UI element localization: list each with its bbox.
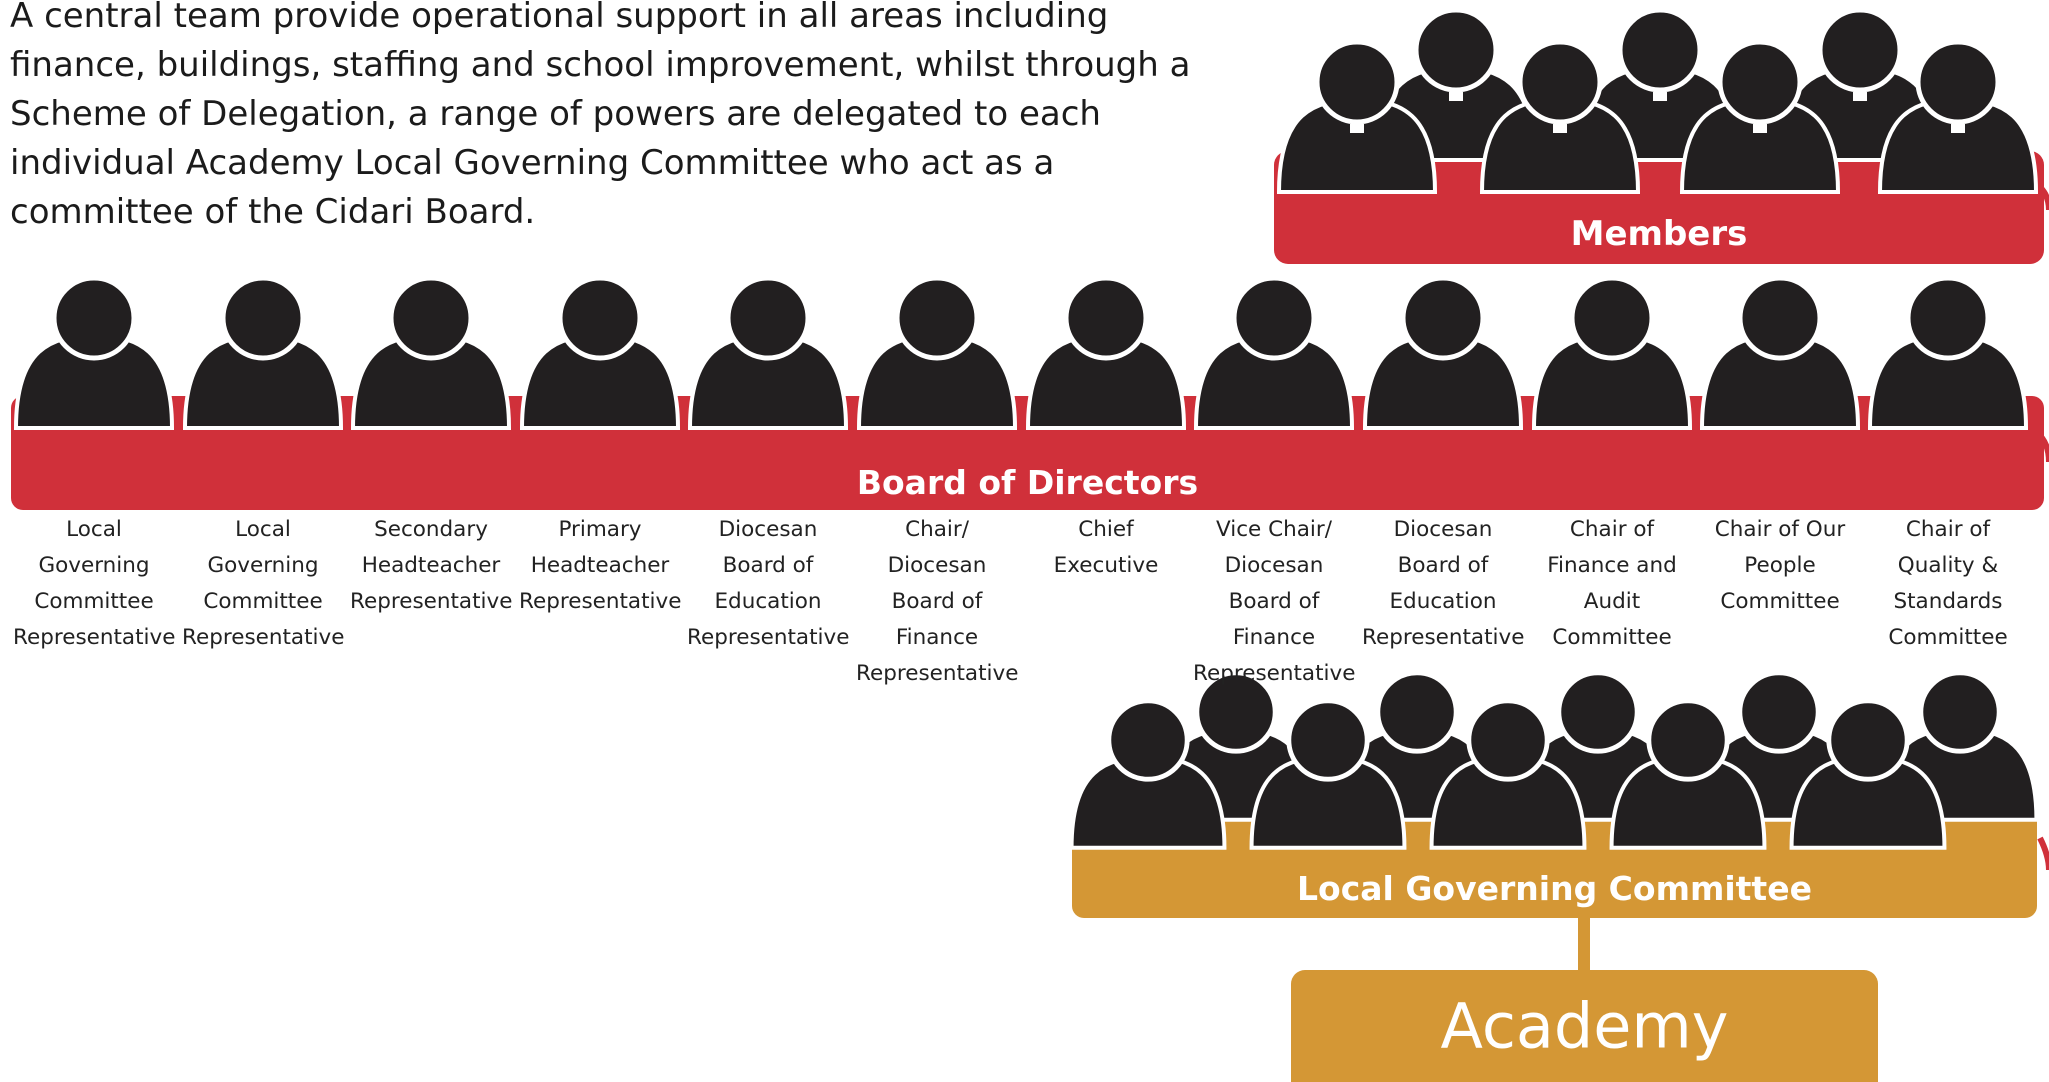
board-role-label: Chair/ Diocesan Board of Finance Represe… — [856, 517, 1019, 686]
academy-label: Academy — [1440, 989, 1729, 1063]
board-role-label: Chair of Finance and Audit Committee — [1547, 517, 1677, 650]
board-person-icon — [350, 275, 512, 430]
intro-text: A central team provide operational suppo… — [10, 0, 1191, 232]
board-person-icon — [1699, 275, 1861, 430]
board-person-icon — [1362, 275, 1524, 430]
lgc-person-icon — [1429, 698, 1587, 850]
lgc-person-icon — [1789, 698, 1947, 850]
board-role-label: Chief Executive — [1053, 517, 1159, 578]
board-role-label: Vice Chair/ Diocesan Board of Finance Re… — [1193, 517, 1356, 686]
board-person-icon — [1867, 275, 2029, 430]
board-role-label: Secondary Headteacher Representative — [350, 517, 513, 614]
board-person-icon — [856, 275, 1018, 430]
board-person-icon — [13, 275, 175, 430]
board-person-icon — [1531, 275, 1693, 430]
members-person-icon — [1479, 39, 1641, 194]
members-person-icon — [1276, 39, 1438, 194]
board-role-label: Local Governing Committee Representative — [182, 517, 345, 650]
board-person-icon — [687, 275, 849, 430]
board-role-label: Diocesan Board of Education Representati… — [687, 517, 850, 650]
board-role-label: Diocesan Board of Education Representati… — [1362, 517, 1525, 650]
board-role-label: Primary Headteacher Representative — [519, 517, 682, 614]
board-of-directors-label: Board of Directors — [856, 463, 1199, 502]
board-person-icon — [1025, 275, 1187, 430]
lgc-person-icon — [1069, 698, 1227, 850]
members-person-icon — [1679, 39, 1841, 194]
board-role-label: Local Governing Committee Representative — [13, 517, 176, 650]
board-person-icon — [182, 275, 344, 430]
members-label: Members — [1570, 214, 1748, 254]
members-person-icon — [1877, 39, 2039, 194]
board-role-label: Chair of Quality & Standards Committee — [1888, 517, 2008, 650]
board-person-icon — [1193, 275, 1355, 430]
lgc-person-icon — [1249, 698, 1407, 850]
board-person-icon — [519, 275, 681, 430]
academy-box: Academy — [1291, 970, 1878, 1082]
local-governing-committee-label: Local Governing Committee — [1297, 869, 1812, 908]
board-role-label: Chair of Our People Committee — [1714, 517, 1846, 614]
lgc-person-icon — [1609, 698, 1767, 850]
